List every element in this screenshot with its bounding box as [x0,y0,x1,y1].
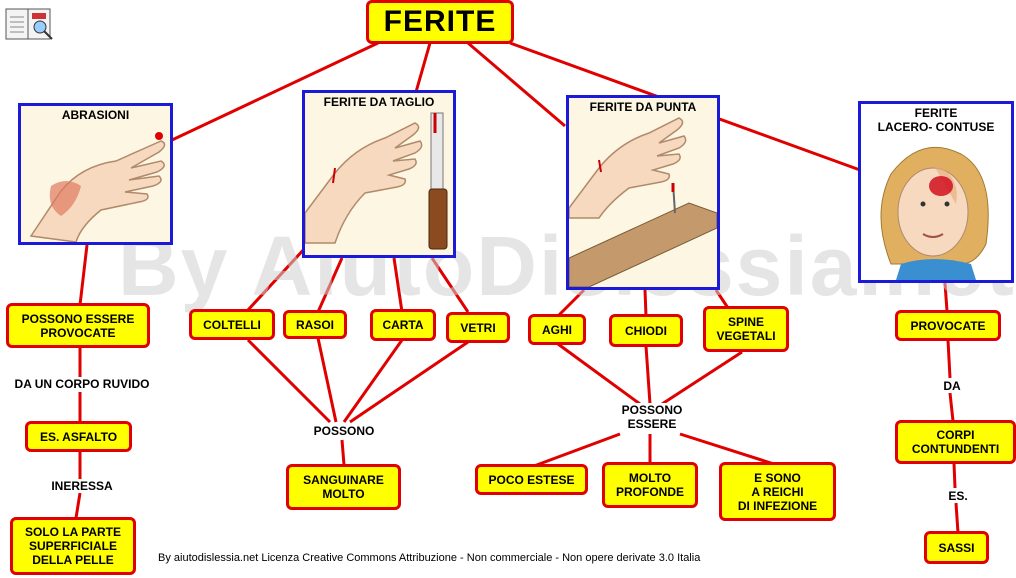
box-rasoi: RASOI [283,310,347,339]
box-text: POCO ESTESE [488,472,575,487]
page-title: FERITE [383,5,497,38]
hand-abrasion-icon [29,132,166,242]
connector [946,339,952,379]
label-da-un-corpo-ruvido: DA UN CORPO RUVIDO [0,377,164,391]
box-carta: CARTA [370,309,436,341]
box-spine-vegetali: SPINE VEGETALI [703,306,789,352]
connector [414,42,432,93]
connector [952,462,957,489]
box-chiodi: CHIODI [609,314,683,347]
box-text: RASOI [295,317,334,332]
connector [246,338,332,424]
connector [246,245,308,312]
label-interessa: INERESSA [40,479,124,493]
connector [533,432,621,468]
box-coltelli: COLTELLI [189,309,275,340]
abrasioni-label: ABRASIONI [61,108,130,122]
box-text: SPINE VEGETALI [716,315,776,343]
connector [556,288,586,318]
label-possono: POSSONO [300,424,388,438]
box-es-asfalto: ES. ASFALTO [25,421,132,452]
label-possono-essere: POSSONO ESSERE [602,403,702,431]
connector [661,350,743,406]
abrasioni-picture: ABRASIONI [18,103,173,245]
box-text: COLTELLI [203,317,261,332]
connector [954,502,960,534]
punta-label: FERITE DA PUNTA [589,100,697,114]
connector-group [74,41,960,534]
taglio-label: FERITE DA TAGLIO [323,95,435,109]
taglio-picture: FERITE DA TAGLIO [302,90,456,258]
box-sanguinare-molto: SANGUINARE MOLTO [286,464,401,510]
license-footer: By aiutodislessia.net Licenza Creative C… [158,552,701,564]
box-poco-estese: POCO ESTESE [475,464,588,495]
box-text: CARTA [382,318,424,332]
connector [340,439,346,466]
connector [74,492,82,519]
box-vetri: VETRI [446,312,510,343]
box-text: SASSI [938,540,975,555]
connector [430,257,470,313]
box-text: E SONO A REICHI DI INFEZIONE [737,470,818,513]
box-corpi-contundenti: CORPI CONTUNDENTI [895,420,1016,464]
connector [342,339,404,423]
label-da: DA [932,379,972,393]
connector [679,432,775,466]
face-bruise-icon [880,146,989,280]
connector [316,257,344,313]
connector [714,289,730,309]
punta-picture: FERITE DA PUNTA [566,95,720,290]
box-possono-essere-provocate: POSSONO ESSERE PROVOCATE [6,303,150,348]
connector [467,41,566,128]
box-text: CORPI CONTUNDENTI [911,428,1000,456]
label-es: ES. [938,489,978,503]
connector [392,257,404,313]
connector [557,342,641,406]
box-text: VETRI [460,320,496,335]
box-text: SOLO LA PARTE SUPERFICIALE DELLA PELLE [25,525,121,567]
box-rischi-di-infezione: E SONO A REICHI DI INFEZIONE [719,462,836,521]
box-molto-profonde: MOLTO PROFONDE [602,462,698,508]
book-logo-icon [5,8,53,40]
box-text: ES. ASFALTO [39,429,118,444]
box-text: PROVOCATE [910,318,986,333]
connector [644,345,652,405]
connector [948,392,955,422]
box-aghi: AGHI [528,314,586,345]
box-provocate: PROVOCATE [895,310,1001,341]
box-solo-la-parte-superficiale: SOLO LA PARTE SUPERFICIALE DELLA PELLE [10,517,136,575]
lacero-label: FERITE LACERO- CONTUSE [877,106,995,134]
box-text: POSSONO ESSERE PROVOCATE [21,311,135,340]
box-sassi: SASSI [924,531,989,564]
connector [78,244,89,306]
box-text: AGHI [542,322,572,337]
box-text: MOLTO PROFONDE [615,471,684,499]
connector [943,282,949,312]
box-text: SANGUINARE MOLTO [303,473,384,501]
title-box: FERITE [366,0,514,44]
hand-knife-icon [305,112,448,250]
connector [316,337,338,423]
connector [171,41,379,142]
box-text: CHIODI [625,323,667,338]
connector [349,340,469,424]
lacero-picture: FERITE LACERO- CONTUSE [858,101,1014,283]
hand-nail-icon [569,117,717,287]
connector [643,289,648,317]
